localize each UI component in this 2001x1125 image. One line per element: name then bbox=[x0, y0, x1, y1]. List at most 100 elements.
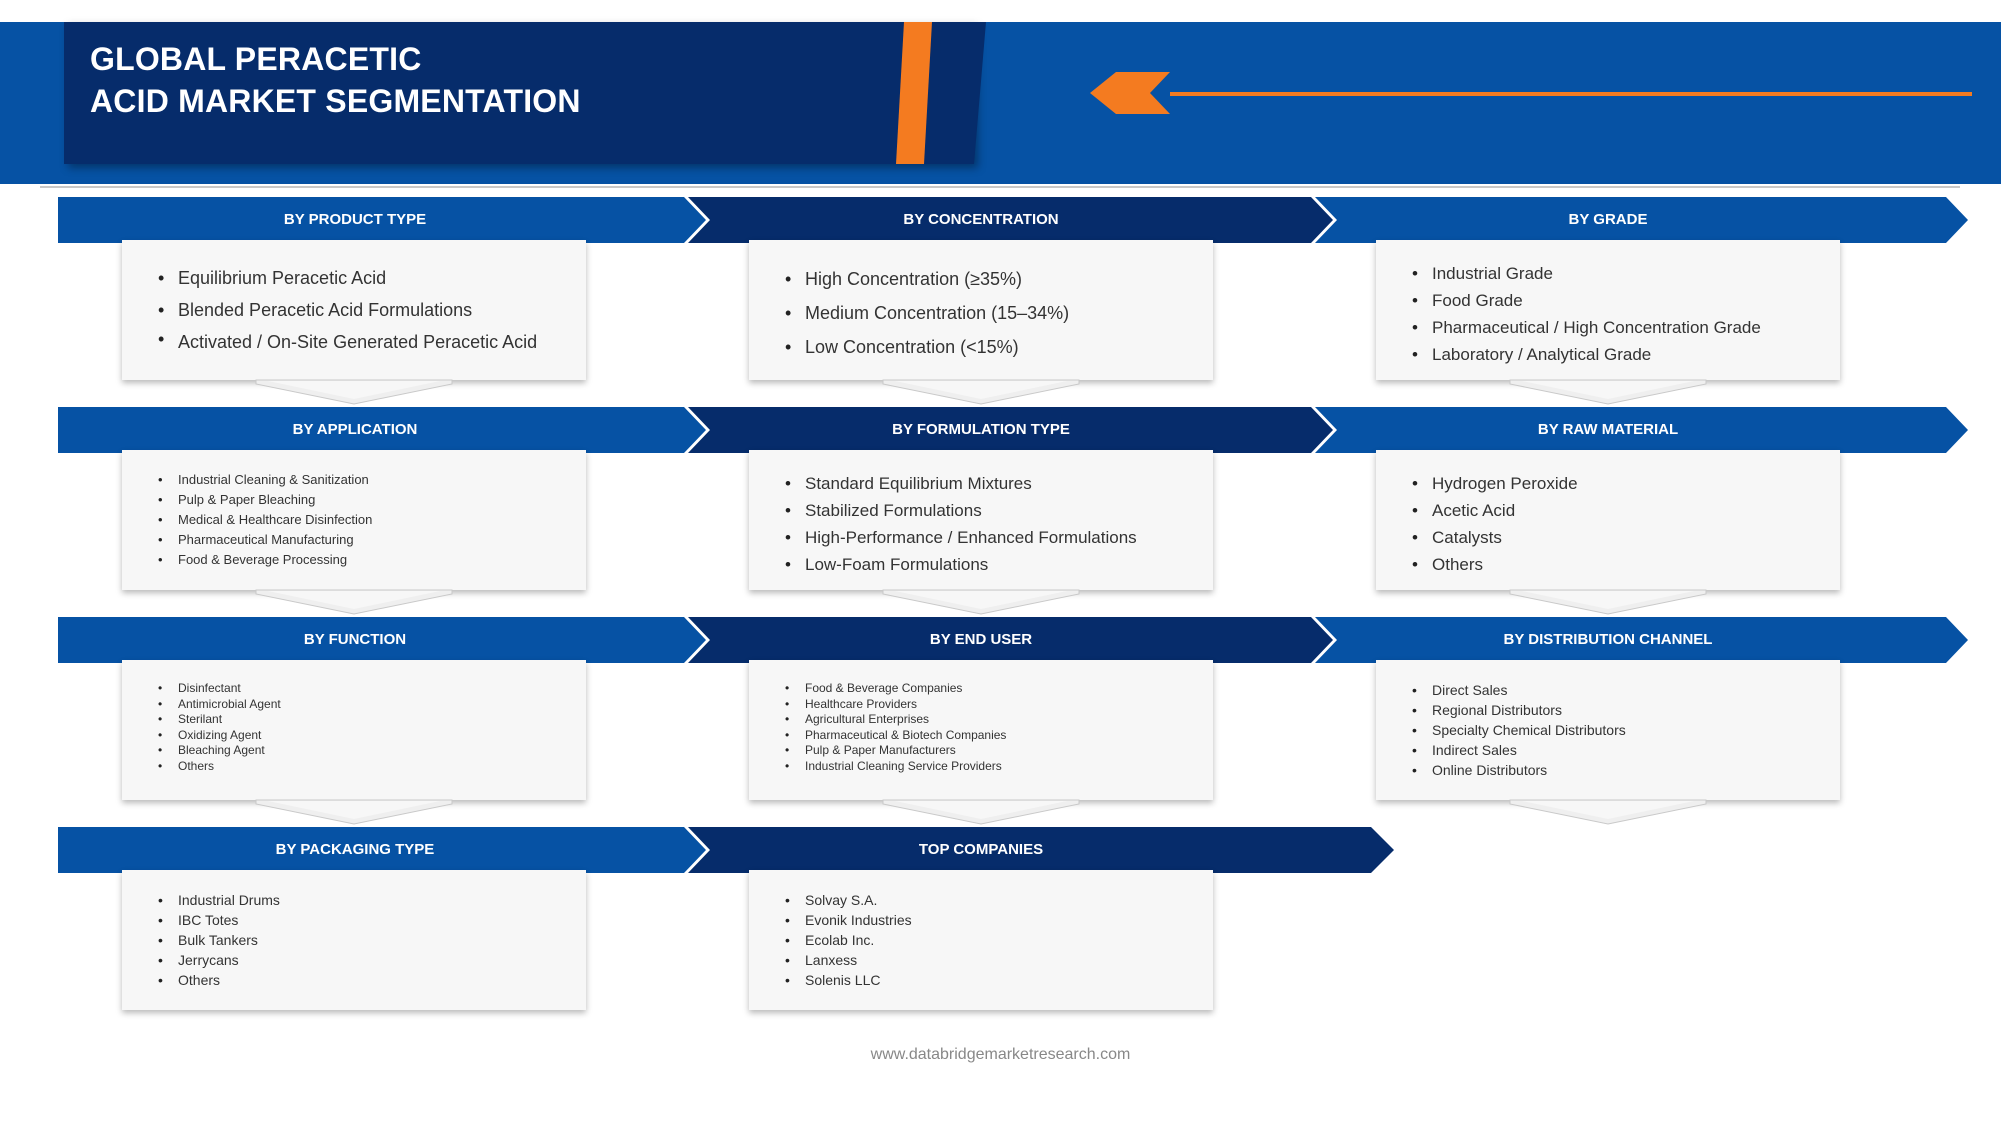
list-item: High Concentration (≥35%) bbox=[785, 262, 1195, 296]
segment-title-raw-material: BY RAW MATERIAL bbox=[1537, 421, 1679, 438]
list-item: Bulk Tankers bbox=[158, 930, 568, 950]
list-item: Agricultural Enterprises bbox=[785, 712, 1195, 728]
list-item: Others bbox=[158, 759, 568, 775]
segment-row-4-bar bbox=[58, 827, 1394, 873]
list-item: Laboratory / Analytical Grade bbox=[1412, 341, 1822, 368]
list-item: Industrial Grade bbox=[1412, 260, 1822, 287]
header-title-panel bbox=[64, 22, 974, 164]
segment-box-grade: Industrial Grade Food Grade Pharmaceutic… bbox=[1376, 240, 1840, 380]
page-title: GLOBAL PERACETIC ACID MARKET SEGMENTATIO… bbox=[90, 38, 581, 122]
segment-row-3-bar bbox=[58, 617, 1968, 663]
orange-line bbox=[1170, 92, 1972, 96]
list-item: Food & Beverage Processing bbox=[158, 550, 568, 570]
segment-title-product-type: BY PRODUCT TYPE bbox=[283, 211, 427, 228]
list-item: Pharmaceutical Manufacturing bbox=[158, 530, 568, 550]
list-item: Antimicrobial Agent bbox=[158, 697, 568, 713]
list-item: Industrial Cleaning & Sanitization bbox=[158, 470, 568, 490]
list-item: Direct Sales bbox=[1412, 680, 1822, 700]
title-line-2: ACID MARKET SEGMENTATION bbox=[90, 83, 581, 119]
segment-list-formulation-type: Standard Equilibrium Mixtures Stabilized… bbox=[785, 470, 1195, 578]
segment-list-grade: Industrial Grade Food Grade Pharmaceutic… bbox=[1412, 260, 1822, 368]
list-item: Oxidizing Agent bbox=[158, 728, 568, 744]
list-item: Evonik Industries bbox=[785, 910, 1195, 930]
chevron-inner bbox=[268, 801, 440, 819]
segment-list-function: Disinfectant Antimicrobial Agent Sterila… bbox=[158, 681, 568, 775]
list-item: Jerrycans bbox=[158, 950, 568, 970]
segment-box-end-user: Food & Beverage Companies Healthcare Pro… bbox=[749, 660, 1213, 800]
chevron-inner bbox=[895, 591, 1067, 609]
list-item: Pharmaceutical & Biotech Companies bbox=[785, 728, 1195, 744]
segment-list-product-type: Equilibrium Peracetic Acid Blended Perac… bbox=[158, 262, 538, 355]
list-item: Pharmaceutical / High Concentration Grad… bbox=[1412, 314, 1822, 341]
list-item: Lanxess bbox=[785, 950, 1195, 970]
list-item: IBC Totes bbox=[158, 910, 568, 930]
list-item: Pulp & Paper Manufacturers bbox=[785, 743, 1195, 759]
segment-row-1-bar bbox=[58, 197, 1968, 243]
list-item: Food Grade bbox=[1412, 287, 1822, 314]
footer-url: www.databridgemarketresearch.com bbox=[870, 1046, 1131, 1063]
title-line-1: GLOBAL PERACETIC bbox=[90, 41, 422, 77]
chevron-inner bbox=[895, 801, 1067, 819]
list-item: Online Distributors bbox=[1412, 760, 1822, 780]
segment-title-application: BY APPLICATION bbox=[292, 421, 418, 438]
list-item: Sterilant bbox=[158, 712, 568, 728]
segment-title-concentration: BY CONCENTRATION bbox=[903, 211, 1059, 228]
segment-list-raw-material: Hydrogen Peroxide Acetic Acid Catalysts … bbox=[1412, 470, 1822, 578]
list-item: Disinfectant bbox=[158, 681, 568, 697]
chevron-inner bbox=[1522, 801, 1694, 819]
segment-box-concentration: High Concentration (≥35%) Medium Concent… bbox=[749, 240, 1213, 380]
list-item: Low Concentration (<15%) bbox=[785, 330, 1195, 364]
list-item: Industrial Drums bbox=[158, 890, 568, 910]
list-item: Stabilized Formulations bbox=[785, 497, 1195, 524]
segment-list-top-companies: Solvay S.A. Evonik Industries Ecolab Inc… bbox=[785, 890, 1195, 990]
list-item: Pulp & Paper Bleaching bbox=[158, 490, 568, 510]
list-item: Others bbox=[158, 970, 568, 990]
segment-title-formulation-type: BY FORMULATION TYPE bbox=[892, 421, 1070, 438]
segment-title-grade: BY GRADE bbox=[1568, 211, 1648, 228]
list-item: Standard Equilibrium Mixtures bbox=[785, 470, 1195, 497]
list-item: Activated / On-Site Generated Peracetic … bbox=[158, 326, 538, 355]
list-item: Equilibrium Peracetic Acid bbox=[158, 262, 538, 294]
segment-box-function: Disinfectant Antimicrobial Agent Sterila… bbox=[122, 660, 586, 800]
segment-box-application: Industrial Cleaning & Sanitization Pulp … bbox=[122, 450, 586, 590]
list-item: Bleaching Agent bbox=[158, 743, 568, 759]
segment-box-product-type: Equilibrium Peracetic Acid Blended Perac… bbox=[122, 240, 586, 380]
list-item: Others bbox=[1412, 551, 1822, 578]
list-item: Low-Foam Formulations bbox=[785, 551, 1195, 578]
list-item: Food & Beverage Companies bbox=[785, 681, 1195, 697]
segment-box-packaging-type: Industrial Drums IBC Totes Bulk Tankers … bbox=[122, 870, 586, 1010]
chevron-inner bbox=[1522, 591, 1694, 609]
chevron-inner bbox=[895, 381, 1067, 399]
segment-row-2-bar bbox=[58, 407, 1968, 453]
segment-title-packaging-type: BY PACKAGING TYPE bbox=[275, 841, 435, 858]
list-item: Regional Distributors bbox=[1412, 700, 1822, 720]
segment-list-packaging-type: Industrial Drums IBC Totes Bulk Tankers … bbox=[158, 890, 568, 990]
list-item: Acetic Acid bbox=[1412, 497, 1822, 524]
segment-box-formulation-type: Standard Equilibrium Mixtures Stabilized… bbox=[749, 450, 1213, 590]
list-item: Healthcare Providers bbox=[785, 697, 1195, 713]
list-item: Solenis LLC bbox=[785, 970, 1195, 990]
chevron-inner bbox=[1522, 381, 1694, 399]
segment-list-application: Industrial Cleaning & Sanitization Pulp … bbox=[158, 470, 568, 570]
segment-list-concentration: High Concentration (≥35%) Medium Concent… bbox=[785, 262, 1195, 364]
arrow-left-icon bbox=[1090, 72, 1170, 114]
list-item: Solvay S.A. bbox=[785, 890, 1195, 910]
segment-list-end-user: Food & Beverage Companies Healthcare Pro… bbox=[785, 681, 1195, 775]
list-item: Specialty Chemical Distributors bbox=[1412, 720, 1822, 740]
list-item: Hydrogen Peroxide bbox=[1412, 470, 1822, 497]
navy-stripe bbox=[934, 22, 986, 164]
list-item: Blended Peracetic Acid Formulations bbox=[158, 294, 538, 326]
list-item: Ecolab Inc. bbox=[785, 930, 1195, 950]
segment-title-end-user: BY END USER bbox=[929, 631, 1033, 648]
segment-title-top-companies: TOP COMPANIES bbox=[918, 841, 1044, 858]
chevron-inner bbox=[268, 591, 440, 609]
segment-box-distribution-channel: Direct Sales Regional Distributors Speci… bbox=[1376, 660, 1840, 800]
orange-stripe bbox=[896, 22, 932, 164]
header-divider bbox=[40, 186, 1960, 188]
segment-list-distribution-channel: Direct Sales Regional Distributors Speci… bbox=[1412, 680, 1822, 780]
list-item: High-Performance / Enhanced Formulations bbox=[785, 524, 1195, 551]
segment-title-distribution-channel: BY DISTRIBUTION CHANNEL bbox=[1503, 631, 1713, 648]
segment-box-raw-material: Hydrogen Peroxide Acetic Acid Catalysts … bbox=[1376, 450, 1840, 590]
segment-title-function: BY FUNCTION bbox=[303, 631, 407, 648]
